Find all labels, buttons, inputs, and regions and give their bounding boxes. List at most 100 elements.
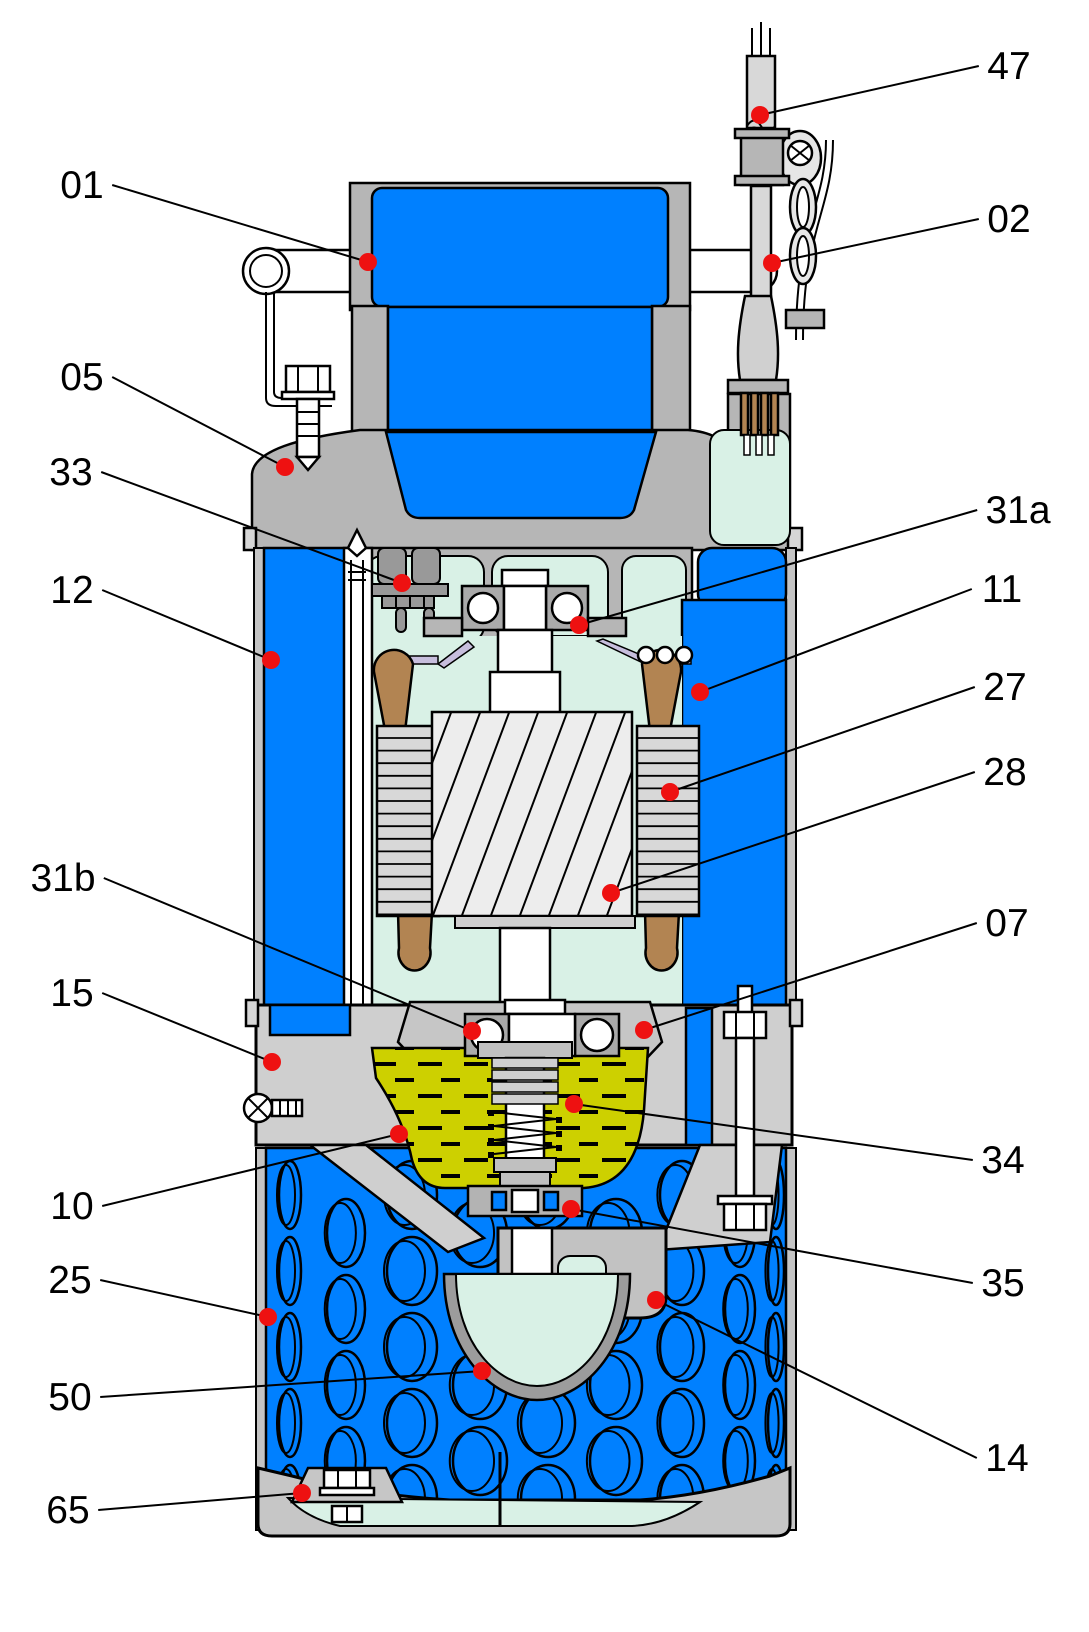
callout-dot-02	[763, 254, 781, 272]
casing-stud-bolt	[716, 984, 774, 1232]
lifting-chain	[777, 129, 834, 341]
callout-label-27: 27	[983, 666, 1026, 709]
strainer-hole-rim	[764, 1316, 780, 1378]
leader-line-65	[98, 1492, 303, 1511]
leader-line-02	[771, 218, 980, 264]
strainer-hole	[325, 1349, 367, 1421]
leader-line-31a	[578, 509, 978, 626]
callout-label-02: 02	[987, 198, 1030, 241]
leader-line-34	[573, 1103, 973, 1161]
strainer-hole	[277, 1235, 303, 1307]
strainer-hole-rim	[275, 1240, 297, 1302]
callout-dot-50	[473, 1362, 491, 1380]
callout-label-10: 10	[50, 1185, 93, 1228]
lead-wire	[636, 645, 656, 665]
callout-label-14: 14	[985, 1437, 1028, 1480]
callout-dot-65	[293, 1484, 311, 1502]
callout-dot-33	[393, 574, 411, 592]
strainer-hole-rim	[656, 1316, 695, 1378]
callout-dot-31b	[463, 1022, 481, 1040]
callout-dot-12	[262, 651, 280, 669]
strainer-hole-rim	[275, 1316, 297, 1378]
strainer-hole	[385, 1311, 439, 1383]
rotor-end-ring	[454, 915, 636, 929]
leader-line-07	[643, 922, 978, 1031]
leader-line-27	[669, 686, 976, 793]
strainer-hole	[385, 1387, 439, 1459]
plate-bolt	[322, 1468, 372, 1490]
leader-line-33	[100, 471, 403, 584]
callout-label-05: 05	[60, 356, 103, 399]
leader-line-28	[610, 771, 976, 894]
callout-dot-01	[359, 253, 377, 271]
callout-dot-15	[263, 1053, 281, 1071]
water-passage-right	[684, 1006, 714, 1147]
lead-wire	[655, 645, 675, 665]
strainer-hole-rim	[323, 1278, 357, 1340]
strainer-hole	[766, 1387, 786, 1459]
strainer-hole	[325, 1273, 367, 1345]
motor-shaft	[488, 628, 562, 716]
leader-line-47	[759, 65, 980, 116]
leader-line-01	[111, 184, 369, 263]
callout-dot-31a	[570, 616, 588, 634]
leader-line-50	[100, 1370, 483, 1398]
callout-label-65: 65	[46, 1489, 89, 1532]
callout-dot-35	[562, 1200, 580, 1218]
strainer-hole	[766, 1311, 786, 1383]
oil-plug-screw	[242, 1092, 304, 1124]
strainer-hole	[658, 1387, 706, 1459]
leader-line-15	[101, 992, 273, 1063]
callout-dot-10	[390, 1125, 408, 1143]
stator-core	[375, 724, 701, 918]
callout-label-33: 33	[49, 451, 92, 494]
callout-label-01: 01	[60, 164, 103, 207]
tie-rod-tip	[346, 527, 368, 558]
callout-label-47: 47	[987, 45, 1030, 88]
callout-label-07: 07	[985, 902, 1028, 945]
discharge-throat	[384, 430, 658, 520]
stator-windings	[372, 645, 694, 972]
callout-dot-14	[647, 1291, 665, 1309]
strainer-hole	[723, 1273, 757, 1345]
callout-dot-05	[276, 458, 294, 476]
callout-dot-25	[259, 1308, 277, 1326]
leader-line-25	[99, 1279, 269, 1318]
strainer-hole-rim	[323, 1202, 357, 1264]
upper-bearing	[422, 568, 628, 638]
strainer-hole	[277, 1387, 303, 1459]
jacket-water-left	[262, 546, 354, 1012]
strainer-hole-rim	[383, 1240, 426, 1302]
bottom-plate	[256, 1452, 792, 1538]
leader-line-05	[111, 376, 286, 468]
rotor	[430, 710, 636, 1018]
lead-wire	[674, 645, 694, 665]
callout-dot-47	[751, 106, 769, 124]
strainer-hole	[766, 1235, 786, 1307]
callout-label-12: 12	[50, 569, 93, 612]
callout-label-34: 34	[981, 1139, 1024, 1182]
tie-rod-channel	[342, 546, 374, 1010]
cable-gland	[709, 294, 791, 546]
leader-line-14	[655, 1299, 978, 1459]
strainer-hole	[723, 1349, 757, 1421]
strainer-hole-rim	[656, 1392, 695, 1454]
callout-label-28: 28	[983, 751, 1026, 794]
strainer-hole	[277, 1159, 303, 1231]
strainer-hole-rim	[383, 1392, 426, 1454]
strainer-hole	[658, 1311, 706, 1383]
leader-line-12	[101, 589, 272, 661]
strainer-hole-rim	[275, 1392, 297, 1454]
callout-dot-27	[661, 783, 679, 801]
strainer-hole-rim	[323, 1354, 357, 1416]
strainer-hole-rim	[764, 1240, 780, 1302]
strainer-hole-rim	[275, 1164, 297, 1226]
strainer-hole-rim	[764, 1392, 780, 1454]
callout-dot-07	[635, 1021, 653, 1039]
strainer-hole	[385, 1235, 439, 1307]
strainer-hole	[325, 1197, 367, 1269]
leader-line-11	[699, 588, 973, 693]
cover-bolt	[280, 364, 336, 472]
